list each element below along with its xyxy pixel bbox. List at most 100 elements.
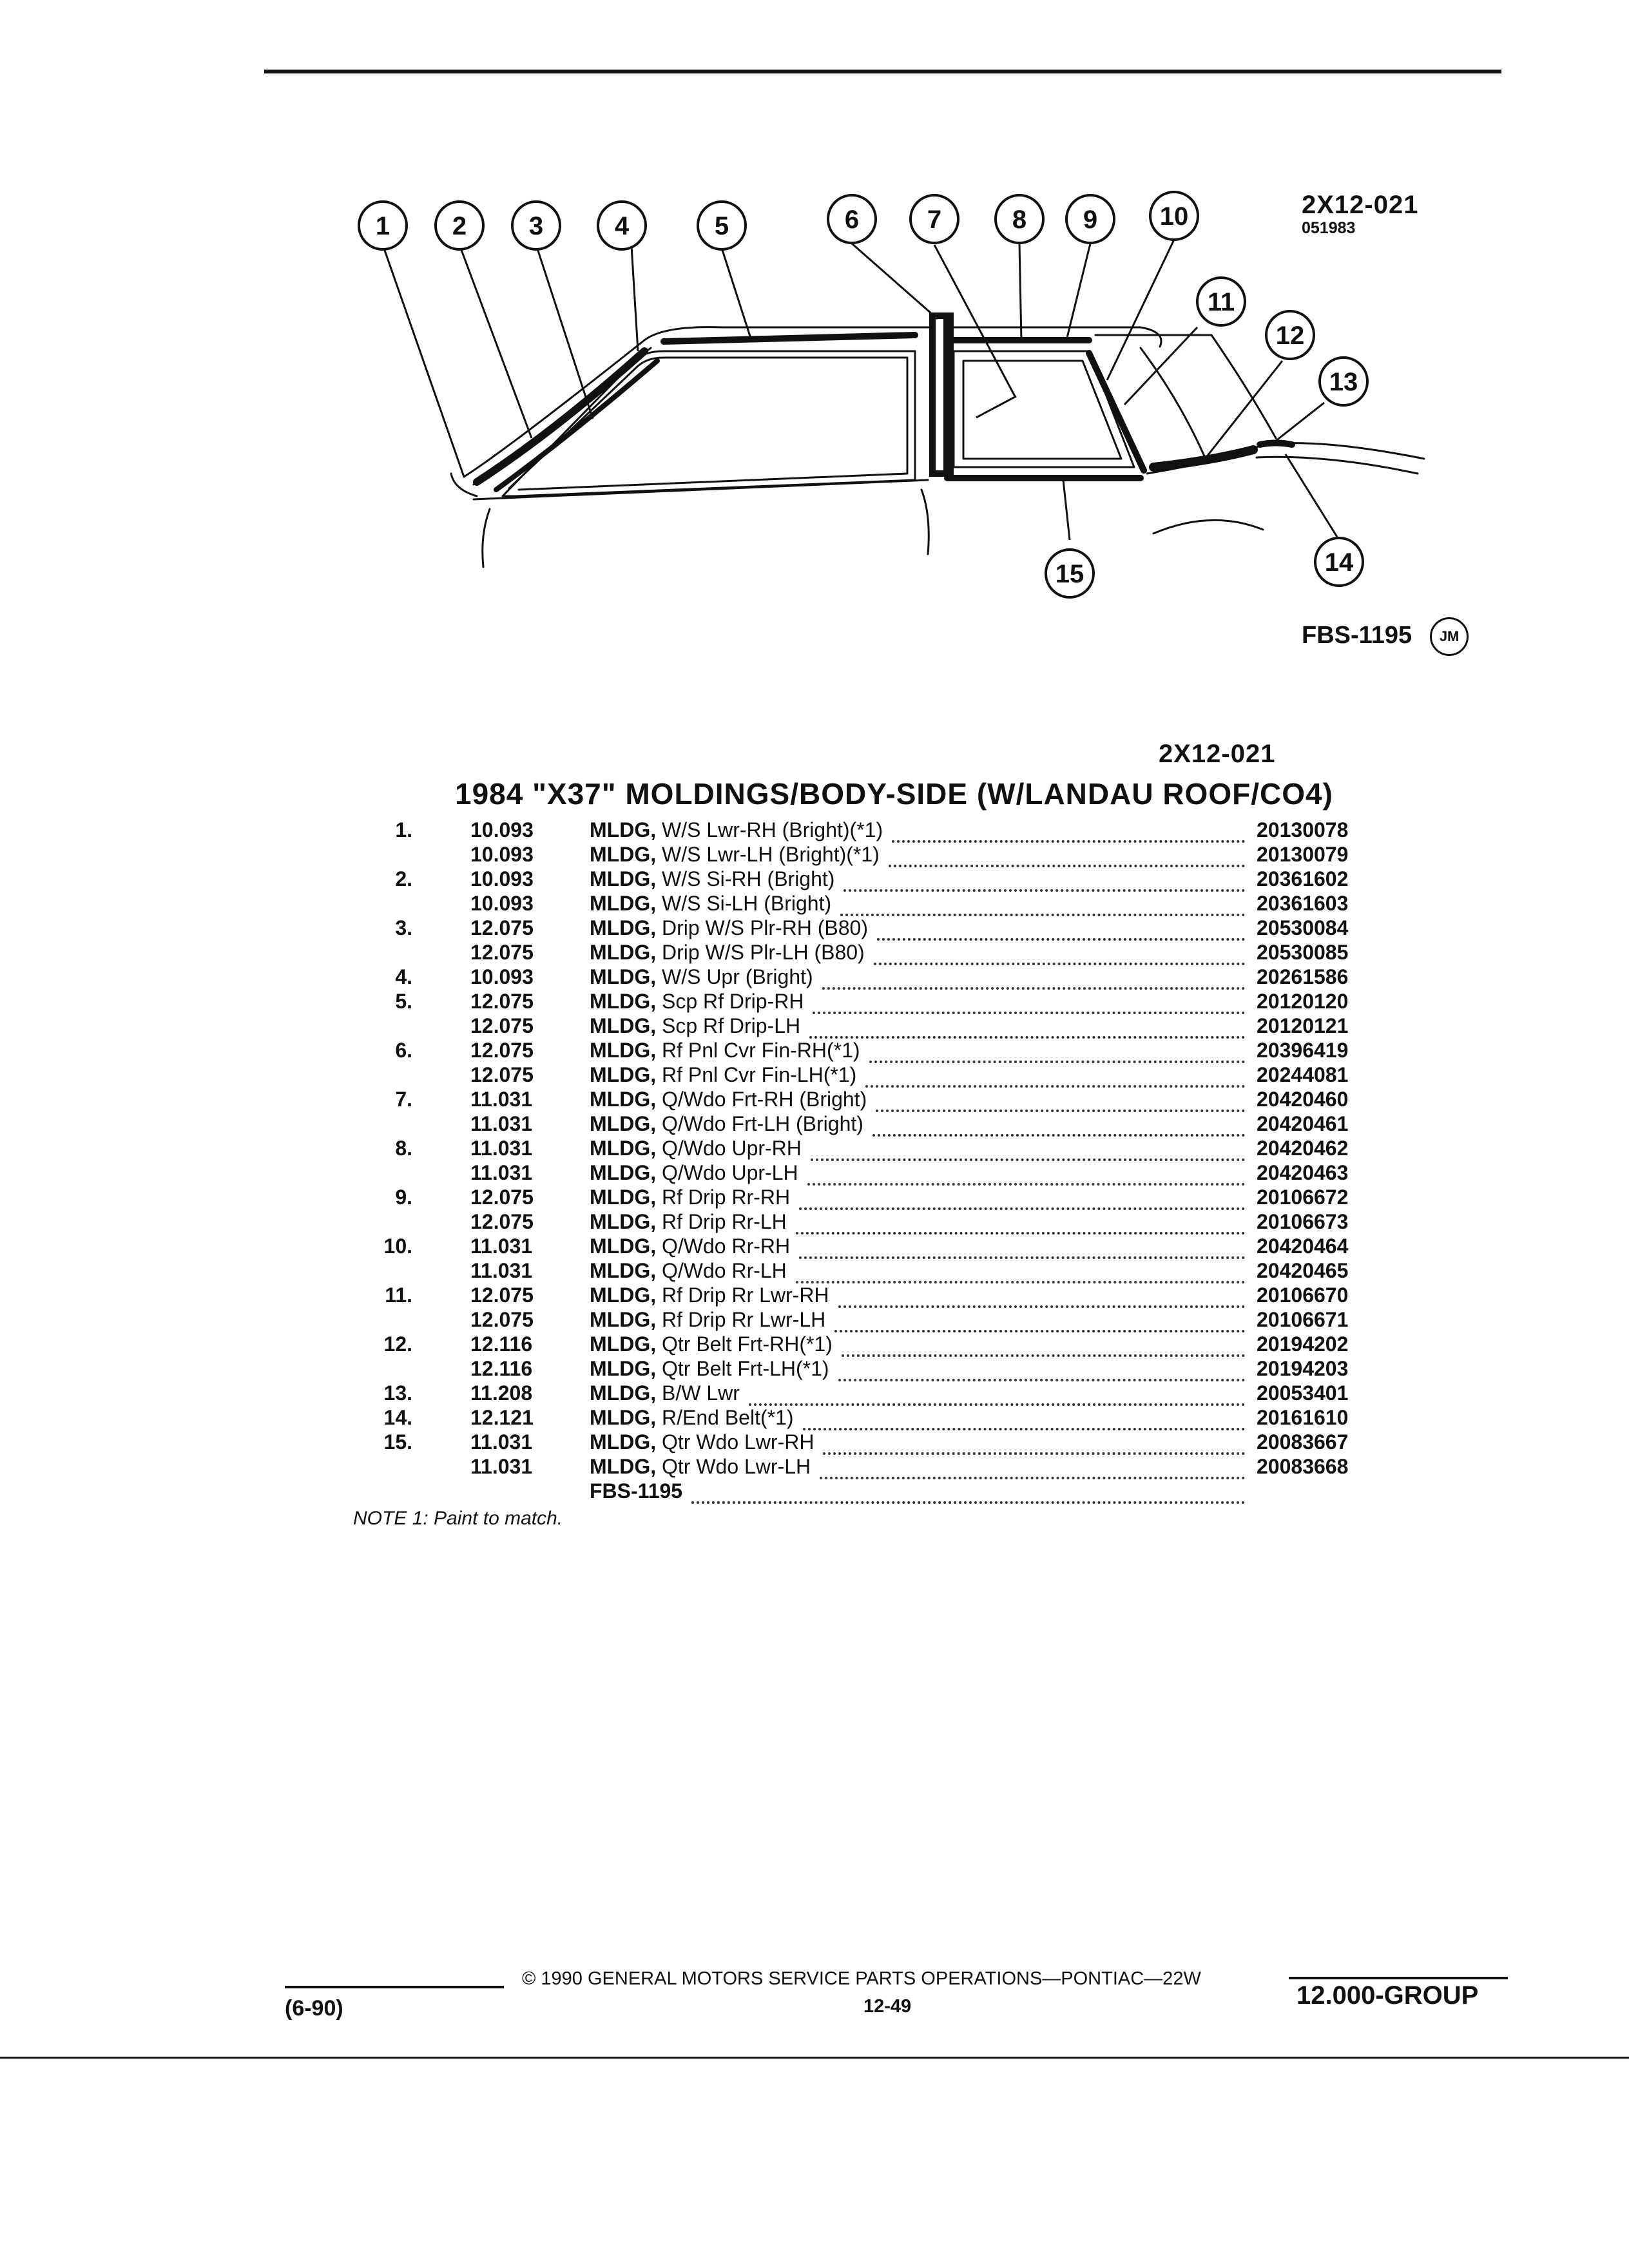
item-ref: 5. [395,990,412,1013]
part-desc-text: Rf Pnl Cvr Fin-RH(*1) [661,1039,860,1062]
part-name: MLDG, [590,1308,657,1331]
part-number: 20420462 [1257,1137,1349,1160]
part-desc-text: Drip W/S Plr-LH (B80) [661,941,865,964]
item-ref: 8. [395,1137,412,1160]
part-desc-text: Q/Wdo Upr-LH [661,1161,798,1184]
part-name: MLDG, [590,1014,657,1037]
part-desc-text: W/S Lwr-LH (Bright)(*1) [661,843,880,866]
group-number: 11.031 [470,1112,533,1135]
section-title: 1984 "X37" MOLDINGS/BODY-SIDE (W/LANDAU … [455,777,1333,811]
part-number: 20396419 [1257,1039,1349,1062]
item-ref: 3. [395,916,412,939]
part-description: MLDG, Rf Pnl Cvr Fin-LH(*1) [590,1063,856,1087]
callout-12: 12 [1276,322,1305,350]
fbs-ref-text: FBS-1195 [1302,622,1412,649]
group-number: 12.121 [470,1406,534,1429]
group-number: 12.075 [470,1210,534,1233]
part-description: MLDG, W/S Si-LH (Bright) [590,892,831,916]
dot-leader [892,818,1245,843]
part-number: 20530084 [1257,916,1349,939]
part-name: MLDG, [590,916,657,939]
part-description: MLDG, R/End Belt(*1) [590,1406,794,1430]
part-description: MLDG, W/S Lwr-RH (Bright)(*1) [590,818,883,842]
dot-leader [796,1259,1245,1283]
part-description: MLDG, Rf Drip Rr Lwr-LH [590,1308,825,1332]
group-number: 11.031 [470,1088,533,1111]
part-number: 20083667 [1257,1430,1349,1454]
part-number: 20261586 [1257,965,1349,988]
part-description: FBS-1195 [590,1479,682,1503]
part-name: MLDG, [590,1112,657,1135]
dot-leader [809,1014,1245,1039]
group-number: 11.031 [470,1259,533,1282]
part-name: MLDG, [590,1039,657,1062]
part-number: 20420461 [1257,1112,1349,1135]
callout-6: 6 [845,206,859,234]
note: NOTE 1: Paint to match. [353,1508,563,1529]
figure-date: 051983 [1302,219,1356,237]
callout-5: 5 [715,212,729,240]
part-name: MLDG, [590,867,657,890]
part-description: MLDG, Q/Wdo Frt-LH (Bright) [590,1112,863,1136]
part-desc-text: Qtr Belt Frt-LH(*1) [661,1357,829,1380]
part-number: 20130078 [1257,818,1349,841]
dot-leader [840,892,1245,916]
part-description: MLDG, Drip W/S Plr-LH (B80) [590,941,865,965]
part-number: 20106670 [1257,1283,1349,1307]
group-number: 10.093 [470,867,534,890]
item-ref: 7. [395,1088,412,1111]
part-description: MLDG, Q/Wdo Rr-RH [590,1235,790,1258]
callout-3: 3 [529,212,543,240]
footer-revision: (6-90) [285,1996,343,2021]
item-ref: 6. [395,1039,412,1062]
part-name: MLDG, [590,892,657,915]
part-desc-text: R/End Belt(*1) [661,1406,794,1429]
part-name: MLDG, [590,1235,657,1258]
item-ref: 14. [383,1406,412,1429]
part-desc-text: Scp Rf Drip-RH [661,990,804,1013]
part-description: MLDG, Scp Rf Drip-LH [590,1014,800,1038]
dot-leader [811,1137,1245,1161]
group-number: 10.093 [470,892,534,915]
part-desc-text: Rf Pnl Cvr Fin-LH(*1) [661,1063,857,1086]
moldings-diagram: 1 2 3 4 5 6 7 8 9 10 11 12 13 14 15 [358,191,1425,599]
part-description: MLDG, Rf Drip Rr-RH [590,1186,790,1209]
figure-id: 2X12-021 [1302,191,1419,219]
part-description: MLDG, Qtr Belt Frt-RH(*1) [590,1332,833,1356]
part-number: 20361602 [1257,867,1349,890]
group-number: 12.075 [470,1063,534,1086]
part-number: 20244081 [1257,1063,1349,1086]
callout-7: 7 [927,206,941,234]
part-name: MLDG, [590,1283,657,1307]
part-description: MLDG, W/S Upr (Bright) [590,965,813,989]
part-name: MLDG, [590,1210,657,1233]
footer-rule-left [285,1986,504,1988]
dot-leader [823,1430,1245,1455]
bottom-rule [0,2057,1629,2059]
callout-15: 15 [1055,560,1084,588]
part-name: MLDG, [590,1137,657,1160]
footer-rule-right [1289,1977,1508,1979]
part-description: MLDG, Rf Drip Rr-LH [590,1210,787,1234]
dot-leader [803,1406,1245,1430]
parts-row: 11.031 MLDG, Q/Wdo Frt-LH (Bright) 2042046… [361,1112,1366,1137]
part-number: 20106673 [1257,1210,1349,1233]
dot-leader [877,916,1245,941]
part-name: MLDG, [590,1332,657,1356]
dot-leader [842,1332,1245,1357]
callout-circles [358,191,1369,599]
top-rule [264,70,1501,73]
group-number: 12.116 [470,1332,533,1356]
part-desc-text: Rf Drip Rr Lwr-RH [661,1283,829,1307]
part-desc-text: W/S Lwr-RH (Bright)(*1) [661,818,883,841]
callout-10: 10 [1160,202,1189,231]
